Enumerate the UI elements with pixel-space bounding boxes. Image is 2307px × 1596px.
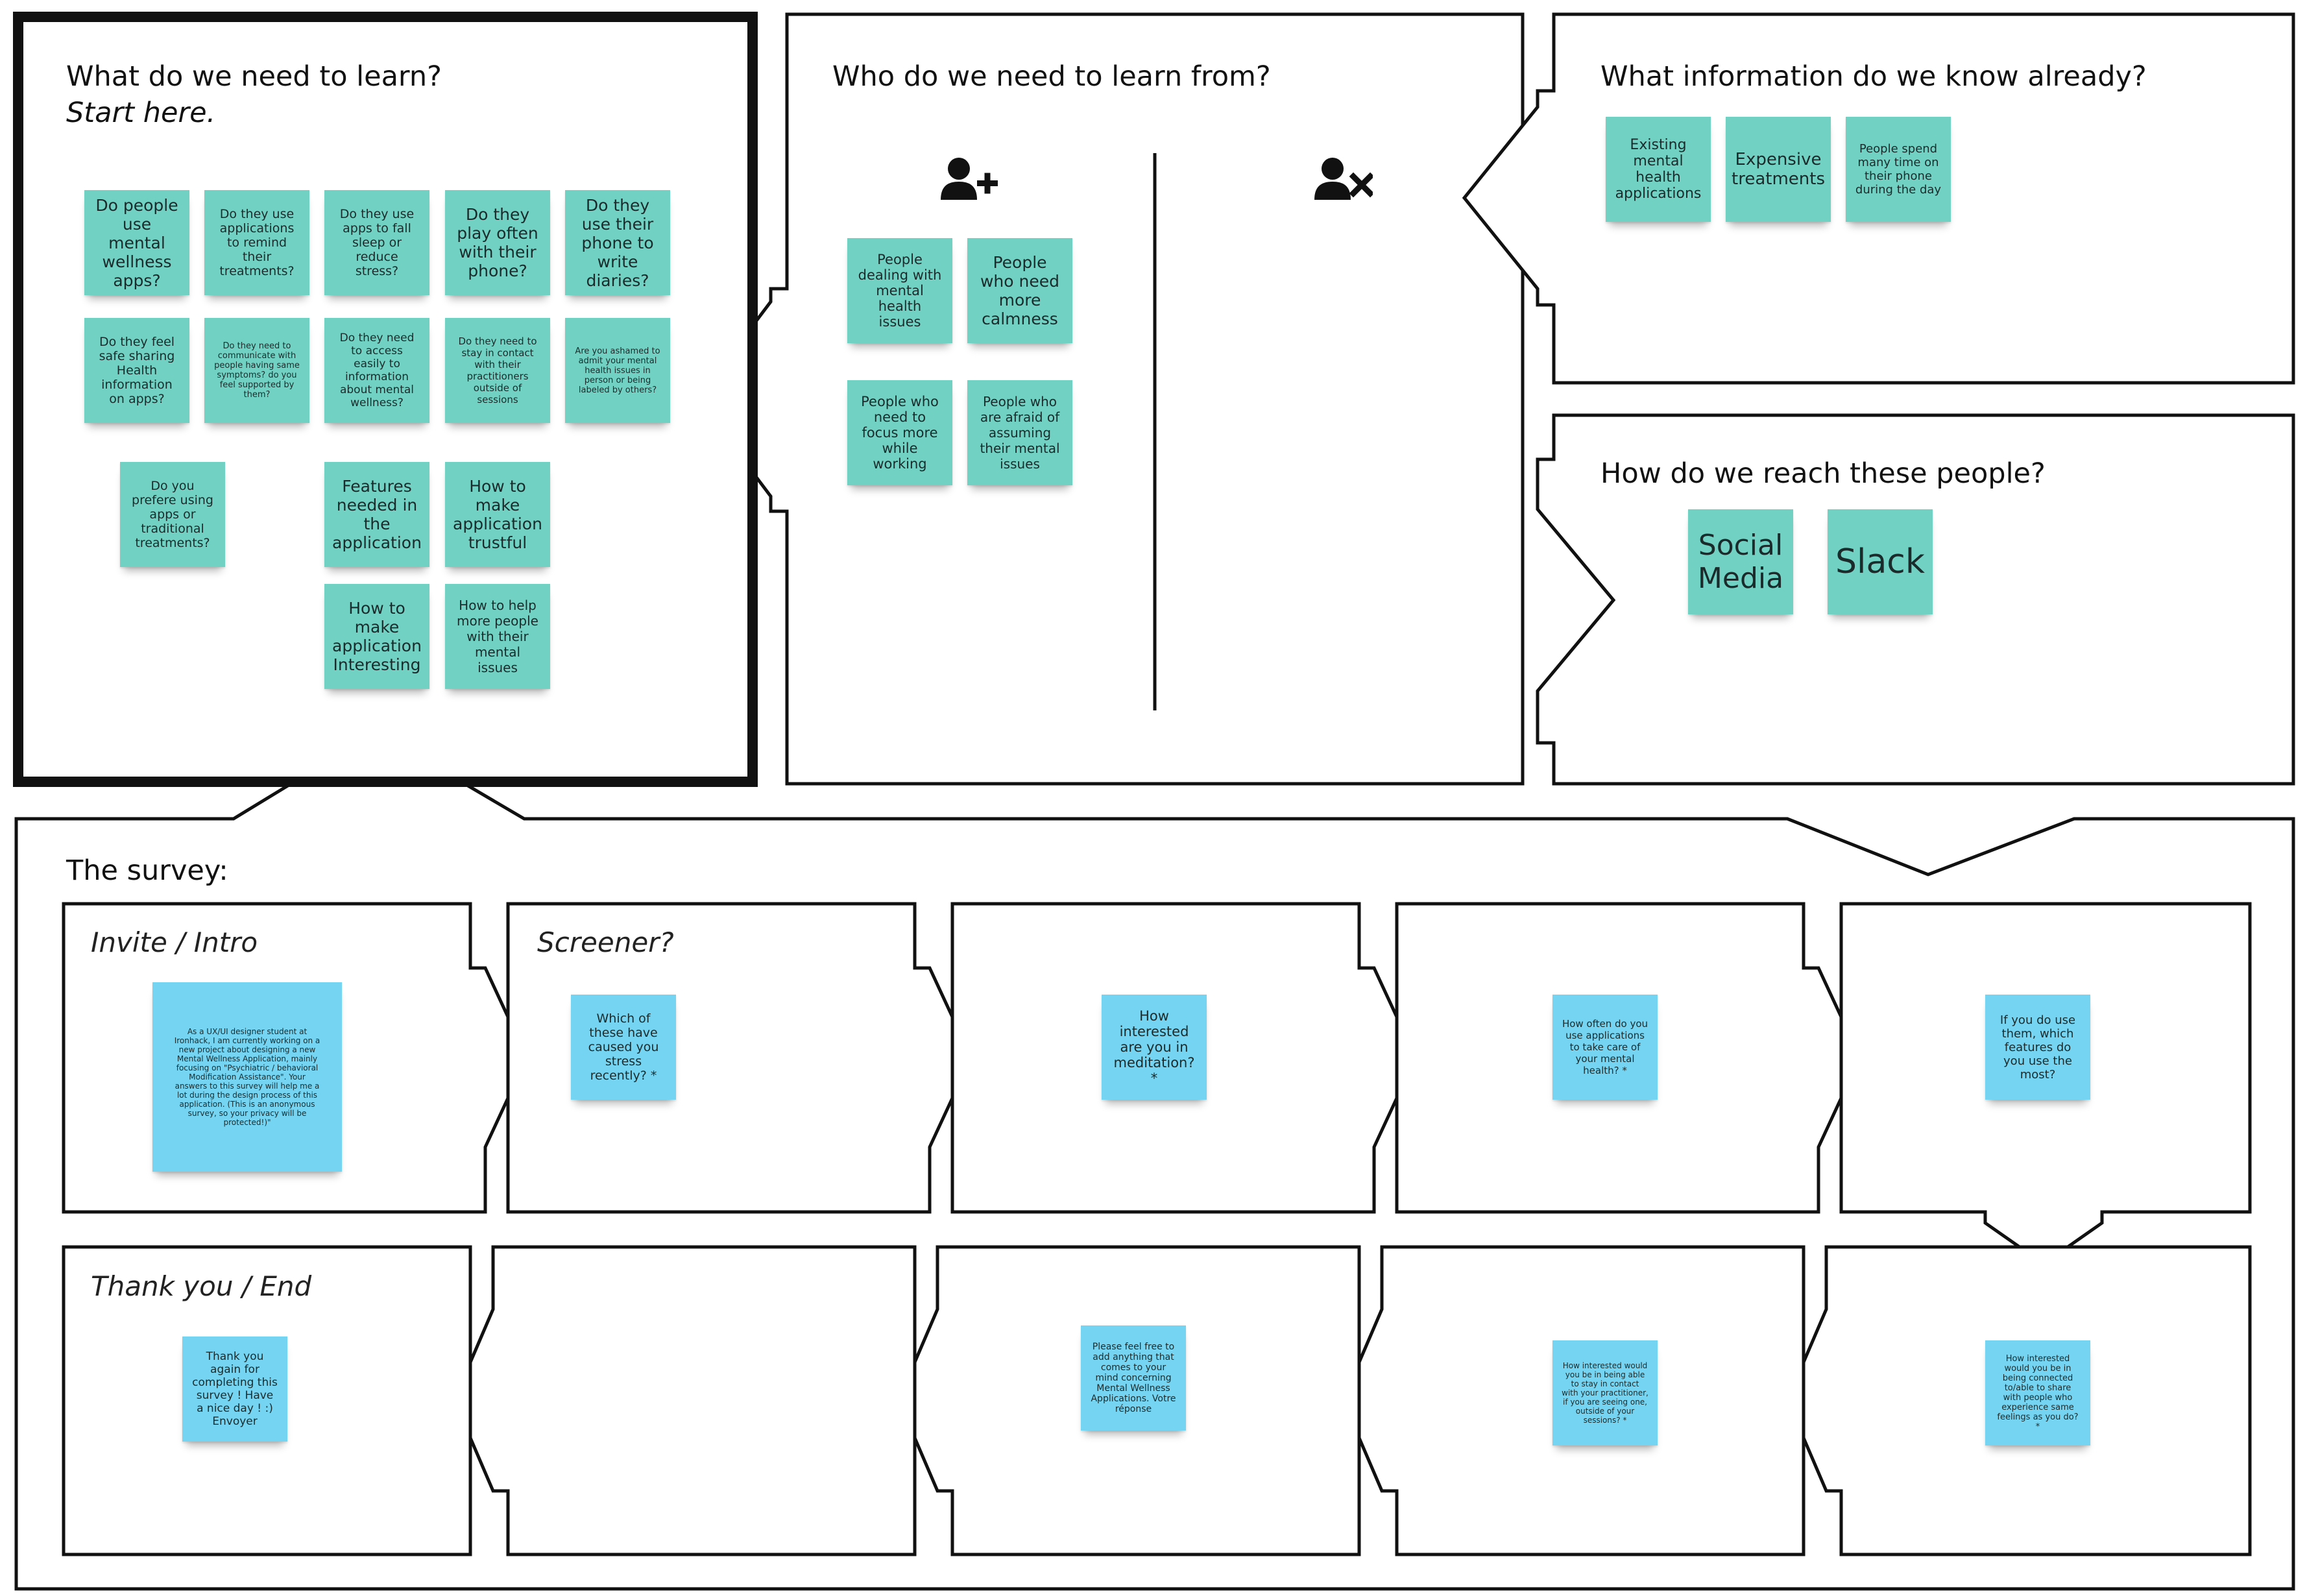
who-title: Who do we need to learn from? <box>832 60 1271 93</box>
survey-note[interactable]: Which of these have caused you stress re… <box>571 995 676 1100</box>
sticky-note[interactable]: Do they need to access easily to informa… <box>324 318 429 423</box>
sticky-note[interactable]: How to make application Interesting <box>324 584 429 689</box>
survey-note[interactable]: As a UX/UI designer student at Ironhack,… <box>152 982 342 1172</box>
survey-step <box>452 1245 917 1556</box>
sticky-note[interactable]: People spend many time on their phone du… <box>1846 117 1951 222</box>
sticky-note[interactable]: Social Media <box>1688 509 1793 614</box>
sticky-note[interactable]: Do they need to communicate with people … <box>204 318 309 423</box>
learn-subtitle: Start here. <box>66 97 216 129</box>
sticky-note[interactable]: Do they use applications to remind their… <box>204 190 309 295</box>
sticky-note[interactable]: People who are afraid of assuming their … <box>967 380 1072 485</box>
reach-title: How do we reach these people? <box>1600 457 2046 490</box>
sticky-note[interactable]: Do they play often with their phone? <box>445 190 550 295</box>
survey-note[interactable]: How often do you use applications to tak… <box>1552 995 1658 1100</box>
know-title: What information do we know already? <box>1600 60 2147 93</box>
survey-note[interactable]: If you do use them, which features do yo… <box>1985 995 2090 1100</box>
survey-frame-label: Screener? <box>537 926 674 958</box>
survey-note[interactable]: Please feel free to add anything that co… <box>1081 1325 1186 1431</box>
sticky-note[interactable]: Are you ashamed to admit your mental hea… <box>565 318 670 423</box>
survey-frame-label: Thank you / End <box>91 1270 312 1302</box>
survey-note[interactable]: How interested are you in meditation? * <box>1102 995 1207 1100</box>
sticky-note[interactable]: Expensive treatments <box>1726 117 1831 222</box>
sticky-note[interactable]: Do they use their phone to write diaries… <box>565 190 670 295</box>
survey-note[interactable]: Thank you again for completing this surv… <box>182 1336 287 1442</box>
sticky-note[interactable]: Do they use apps to fall sleep or reduce… <box>324 190 429 295</box>
survey-note[interactable]: How interested would you be in being con… <box>1985 1340 2090 1445</box>
sticky-note[interactable]: Do they feel safe sharing Health informa… <box>84 318 189 423</box>
sticky-note[interactable]: Do you prefere using apps or traditional… <box>120 462 225 567</box>
sticky-note[interactable]: People dealing with mental health issues <box>847 238 952 343</box>
sticky-note[interactable]: Do they need to stay in contact with the… <box>445 318 550 423</box>
survey-note[interactable]: How interested would you be in being abl… <box>1552 1340 1658 1445</box>
sticky-note[interactable]: Features needed in the application <box>324 462 429 567</box>
sticky-note[interactable]: People who need more calmness <box>967 238 1072 343</box>
sticky-note[interactable]: Do people use mental wellness apps? <box>84 190 189 295</box>
survey-frame-label: Invite / Intro <box>91 926 258 958</box>
sticky-note[interactable]: People who need to focus more while work… <box>847 380 952 485</box>
remove-person-icon <box>1314 158 1373 200</box>
add-person-icon <box>941 158 998 200</box>
sticky-note[interactable]: How to help more people with their menta… <box>445 584 550 689</box>
sticky-note[interactable]: How to make application trustful <box>445 462 550 567</box>
sticky-note[interactable]: Existing mental health applications <box>1606 117 1711 222</box>
who-frame <box>695 12 1525 786</box>
sticky-note[interactable]: Slack <box>1828 509 1933 614</box>
learn-title: What do we need to learn? <box>66 60 442 93</box>
survey-title: The survey: <box>66 854 228 887</box>
